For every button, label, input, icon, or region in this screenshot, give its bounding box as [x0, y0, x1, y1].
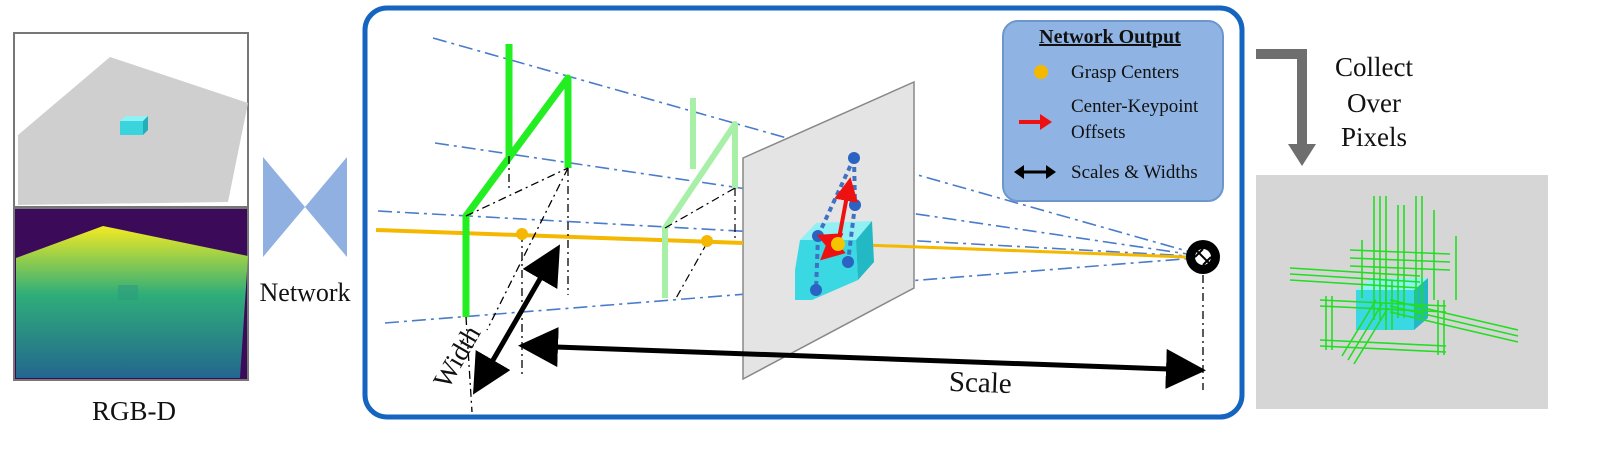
scale-label: Scale: [948, 366, 1012, 400]
collect-label-line: Pixels: [1341, 122, 1407, 152]
keypoint-dot-icon: [842, 256, 854, 268]
grasp-axis: [375, 228, 1187, 259]
double-arrow-icon: [1014, 165, 1056, 179]
gripper-far-guides: [664, 187, 736, 301]
rgb-image: [13, 32, 249, 208]
keypoint-dot-icon: [849, 199, 861, 211]
scale-arrow: [518, 327, 1206, 389]
legend-box: Network Output Grasp Centers Center-Keyp…: [1002, 20, 1224, 202]
aggregated-grasps: [1289, 196, 1519, 365]
collect-arrow-icon: [1256, 49, 1316, 166]
collect-label-line: Collect: [1335, 52, 1413, 82]
keypoint-dot-icon: [848, 152, 860, 164]
depth-cube-icon: [118, 285, 138, 300]
legend-item-label: Offsets: [1071, 122, 1126, 143]
legend-item-label: Grasp Centers: [1071, 62, 1179, 83]
center-panel-frame: [362, 5, 1245, 420]
grasp-center-dot-icon: [516, 228, 528, 240]
keypoint-dot-icon: [810, 284, 822, 296]
rgb-cube-icon: [120, 116, 148, 135]
depth-image: [13, 207, 249, 381]
collect-label-line: Over: [1347, 88, 1401, 118]
keypoint-dot-icon: [812, 230, 824, 242]
aggregated-grasps-image: [1256, 175, 1548, 409]
legend-item-label: Center-Keypoint: [1071, 96, 1199, 117]
projected-grasp-center-icon: [831, 237, 845, 251]
grasp-center-dot-icon: [1034, 65, 1048, 79]
gripper-far: [662, 98, 738, 298]
gripper-near: [462, 44, 572, 317]
legend-item-label: Scales & Widths: [1071, 162, 1198, 183]
network-label: Network: [260, 278, 351, 307]
width-arrow: [472, 244, 561, 395]
rgbd-label: RGB-D: [92, 396, 176, 426]
network-bowtie-icon: [263, 157, 347, 257]
grasp-center-dot-icon: [701, 235, 713, 247]
legend-title: Network Output: [1039, 26, 1181, 48]
red-arrow-icon: [1019, 114, 1052, 130]
